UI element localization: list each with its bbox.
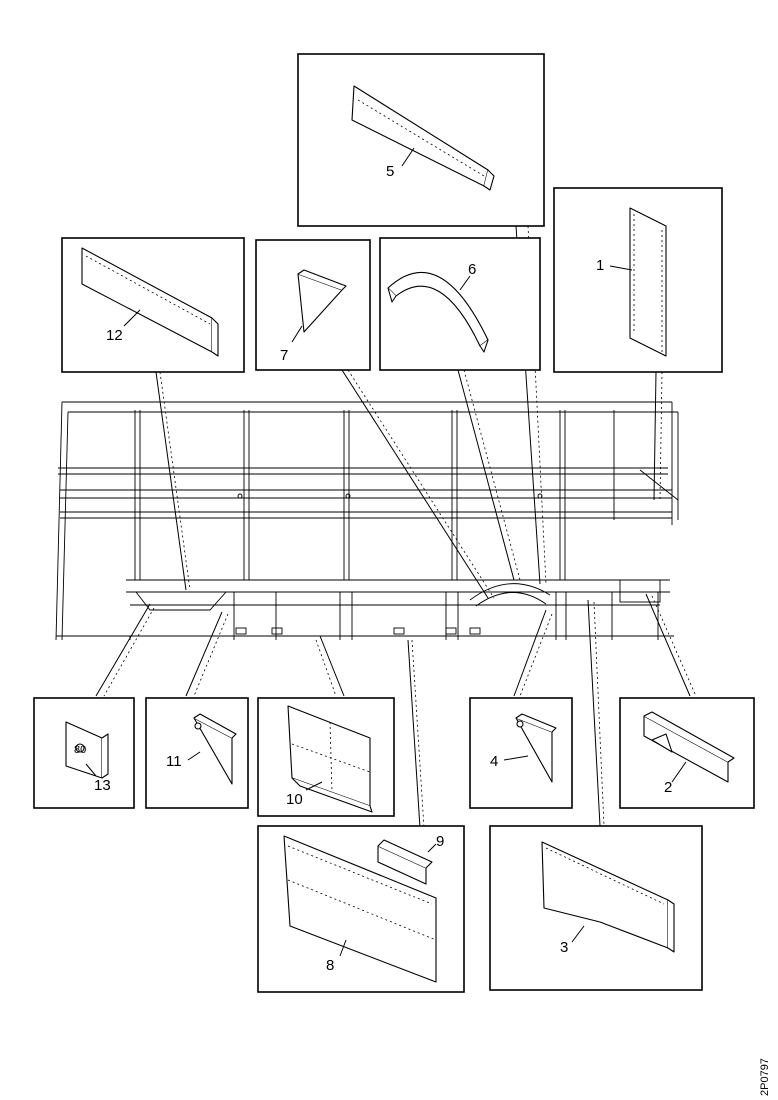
callout-6: 6 — [468, 261, 476, 278]
callout-8: 8 — [326, 957, 334, 974]
callout-12: 12 — [106, 327, 123, 344]
callout-2: 2 — [664, 779, 672, 796]
detail-box-4: 4 — [469, 697, 573, 809]
callout-11: 11 — [166, 753, 182, 770]
detail-box-11: 11 — [145, 697, 249, 809]
part-3-panel — [541, 841, 669, 949]
part-2-channel — [643, 715, 729, 783]
callout-7: 7 — [280, 347, 288, 364]
detail-box-3: 3 — [489, 825, 703, 991]
part-1-panel — [629, 207, 667, 357]
detail-box-2: 2 — [619, 697, 755, 809]
callout-10: 10 — [286, 791, 303, 808]
callout-3: 3 — [560, 939, 568, 956]
detail-box-8-9: 9 8 — [257, 825, 465, 993]
part-8-panel — [283, 835, 437, 983]
detail-box-7: 7 — [255, 239, 371, 371]
callout-13: 13 — [94, 777, 111, 794]
detail-box-10: 10 — [257, 697, 395, 817]
header-frame-assembly — [55, 401, 679, 641]
detail-box-1: 1 — [553, 187, 723, 373]
drawing-number: 2P0797 — [759, 1058, 771, 1096]
callout-1: 1 — [596, 257, 604, 274]
callout-5: 5 — [386, 163, 394, 180]
detail-box-6: 6 — [379, 237, 541, 371]
detail-box-12: 12 — [61, 237, 245, 373]
svg-text:80: 80 — [74, 744, 86, 756]
callout-4: 4 — [490, 753, 498, 770]
detail-box-13: 80 13 — [33, 697, 135, 809]
callout-9: 9 — [436, 833, 444, 850]
detail-box-5: 5 — [297, 53, 545, 227]
part-9-bracket — [377, 845, 427, 885]
